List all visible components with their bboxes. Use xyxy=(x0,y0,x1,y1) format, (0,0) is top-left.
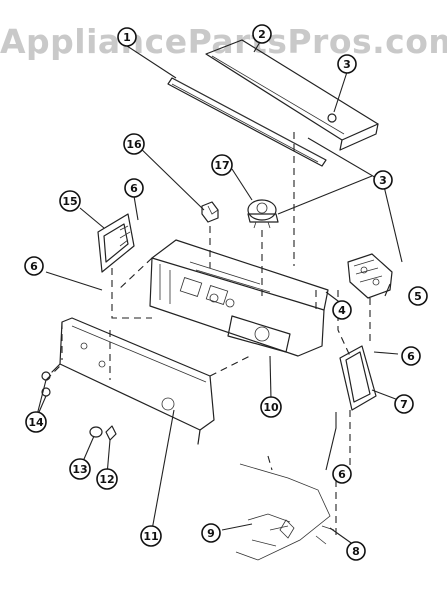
svg-text:2: 2 xyxy=(258,28,266,41)
svg-text:16: 16 xyxy=(126,138,142,151)
part-left-bracket xyxy=(97,213,135,273)
callout-4: 4 xyxy=(332,300,352,320)
part-console-panel xyxy=(51,317,215,445)
svg-text:11: 11 xyxy=(143,530,158,543)
svg-text:14: 14 xyxy=(28,416,44,429)
svg-text:6: 6 xyxy=(30,260,38,273)
part-wiring-harness xyxy=(235,463,335,561)
svg-text:15: 15 xyxy=(62,195,77,208)
callout-1: 1 xyxy=(117,27,137,47)
callout-3-top: 3 xyxy=(337,54,357,74)
callout-6-right: 6 xyxy=(401,346,421,366)
part-top-cover xyxy=(205,39,379,151)
callout-9: 9 xyxy=(201,523,221,543)
callout-12: 12 xyxy=(96,468,118,490)
callout-6-upper: 6 xyxy=(124,178,144,198)
svg-text:13: 13 xyxy=(72,463,87,476)
part-backguard-panel xyxy=(149,239,329,357)
callout-2: 2 xyxy=(252,24,272,44)
callout-10: 10 xyxy=(260,396,282,418)
explosion-lines xyxy=(45,132,371,540)
callout-11: 11 xyxy=(140,525,162,547)
svg-text:8: 8 xyxy=(352,545,360,558)
callout-6-lower: 6 xyxy=(332,464,352,484)
svg-text:7: 7 xyxy=(400,398,408,411)
callout-7: 7 xyxy=(394,394,414,414)
part-rod xyxy=(167,77,327,167)
svg-text:12: 12 xyxy=(99,473,114,486)
callout-13: 13 xyxy=(69,458,91,480)
svg-text:9: 9 xyxy=(207,527,215,540)
leader-lines xyxy=(35,41,403,546)
callout-15: 15 xyxy=(59,190,81,212)
part-right-bracket xyxy=(339,345,377,411)
svg-text:3: 3 xyxy=(343,58,351,71)
svg-text:1: 1 xyxy=(123,31,131,44)
svg-text:3: 3 xyxy=(379,174,387,187)
callout-5: 5 xyxy=(408,286,428,306)
callout-6-left: 6 xyxy=(24,256,44,276)
part-buttons xyxy=(89,425,117,441)
callout-3-mid: 3 xyxy=(373,170,393,190)
callout-17: 17 xyxy=(211,154,233,176)
svg-text:10: 10 xyxy=(263,401,279,414)
part-control-module xyxy=(347,253,393,299)
svg-text:6: 6 xyxy=(130,182,138,195)
svg-text:5: 5 xyxy=(414,290,422,303)
watermark-text: AppliancePartsPros.com xyxy=(0,22,447,61)
callout-8: 8 xyxy=(346,541,366,561)
part-switch xyxy=(201,201,219,223)
svg-text:6: 6 xyxy=(338,468,346,481)
svg-text:4: 4 xyxy=(338,304,346,317)
callout-14: 14 xyxy=(25,411,47,433)
svg-text:6: 6 xyxy=(407,350,415,363)
svg-text:17: 17 xyxy=(214,159,229,172)
callout-16: 16 xyxy=(123,133,145,155)
part-timer xyxy=(247,199,279,229)
